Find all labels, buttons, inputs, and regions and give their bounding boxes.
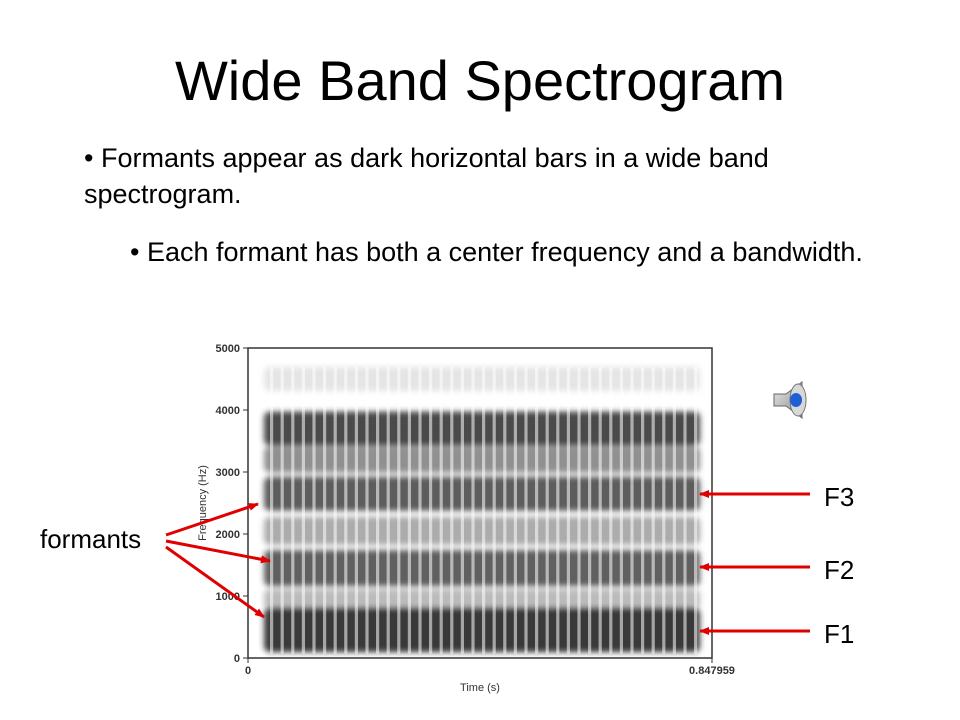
y-tick-label: 2000 — [216, 529, 240, 541]
formant-arrow-lower — [165, 545, 265, 619]
pulse-striation — [651, 366, 655, 654]
pulse-striation — [344, 366, 348, 654]
pulse-striation — [524, 366, 528, 654]
pulse-striation — [630, 366, 634, 654]
formant-arrow-middle — [165, 539, 271, 564]
pulse-striation — [365, 366, 369, 654]
pulse-striation — [598, 366, 602, 654]
pulse-striation — [556, 366, 560, 654]
speaker-icon[interactable] — [773, 381, 807, 419]
bullet-formants-bars: • Formants appear as dark horizontal bar… — [84, 143, 769, 209]
pulse-striation — [672, 366, 676, 654]
y-tick-label: 4000 — [216, 405, 240, 417]
slide-title: Wide Band Spectrogram — [174, 49, 786, 112]
pulse-striation — [482, 366, 486, 654]
formants-arrows — [165, 502, 271, 619]
pulse-striation — [513, 366, 517, 654]
pulse-striation — [354, 366, 358, 654]
pulse-striation — [619, 366, 623, 654]
pulse-striation — [471, 366, 475, 654]
pulse-striation — [376, 366, 380, 654]
f2-label: F2 — [824, 555, 854, 585]
pulse-striation — [280, 366, 284, 654]
x-tick-end: 0.847959 — [689, 665, 735, 677]
pulse-striation — [439, 366, 443, 654]
pulse-striation — [609, 366, 613, 654]
pulse-striation — [386, 366, 390, 654]
pulse-striation — [535, 366, 539, 654]
y-axis-label: Frequency (Hz) — [197, 465, 209, 541]
pulse-striation — [503, 366, 507, 654]
pulse-striation — [641, 366, 645, 654]
spectrogram-image — [264, 366, 700, 654]
y-tick-label: 3000 — [216, 467, 240, 479]
pulse-striation — [588, 366, 592, 654]
pulse-striation — [577, 366, 581, 654]
pulse-striation — [418, 366, 422, 654]
f3-label: F3 — [824, 482, 854, 512]
y-tick-label: 5000 — [216, 343, 240, 355]
pulse-striation — [662, 366, 666, 654]
bullet-center-bandwidth: • Each formant has both a center frequen… — [130, 237, 863, 267]
pulse-striation — [270, 366, 274, 654]
f1-label: F1 — [824, 619, 854, 649]
pulse-striation — [333, 366, 337, 654]
pulse-striation — [291, 366, 295, 654]
pulse-striation — [407, 366, 411, 654]
pulse-striation — [312, 366, 316, 654]
x-tick-start: 0 — [245, 665, 251, 677]
pulse-striation — [683, 366, 687, 654]
pulse-striation — [429, 366, 433, 654]
pulse-striation — [492, 366, 496, 654]
pulse-striation — [460, 366, 464, 654]
formants-label: formants — [40, 524, 141, 554]
pulse-striation — [397, 366, 401, 654]
pulse-striation — [323, 366, 327, 654]
x-axis-label: Time (s) — [460, 682, 500, 694]
pulse-striation — [566, 366, 570, 654]
formant-arrow-upper — [165, 502, 259, 537]
pulse-striation — [450, 366, 454, 654]
plot-frame — [247, 347, 713, 659]
pulse-striation — [694, 366, 698, 654]
pulse-striation — [545, 366, 549, 654]
y-tick-label: 0 — [234, 653, 240, 665]
pulse-striation — [301, 366, 305, 654]
